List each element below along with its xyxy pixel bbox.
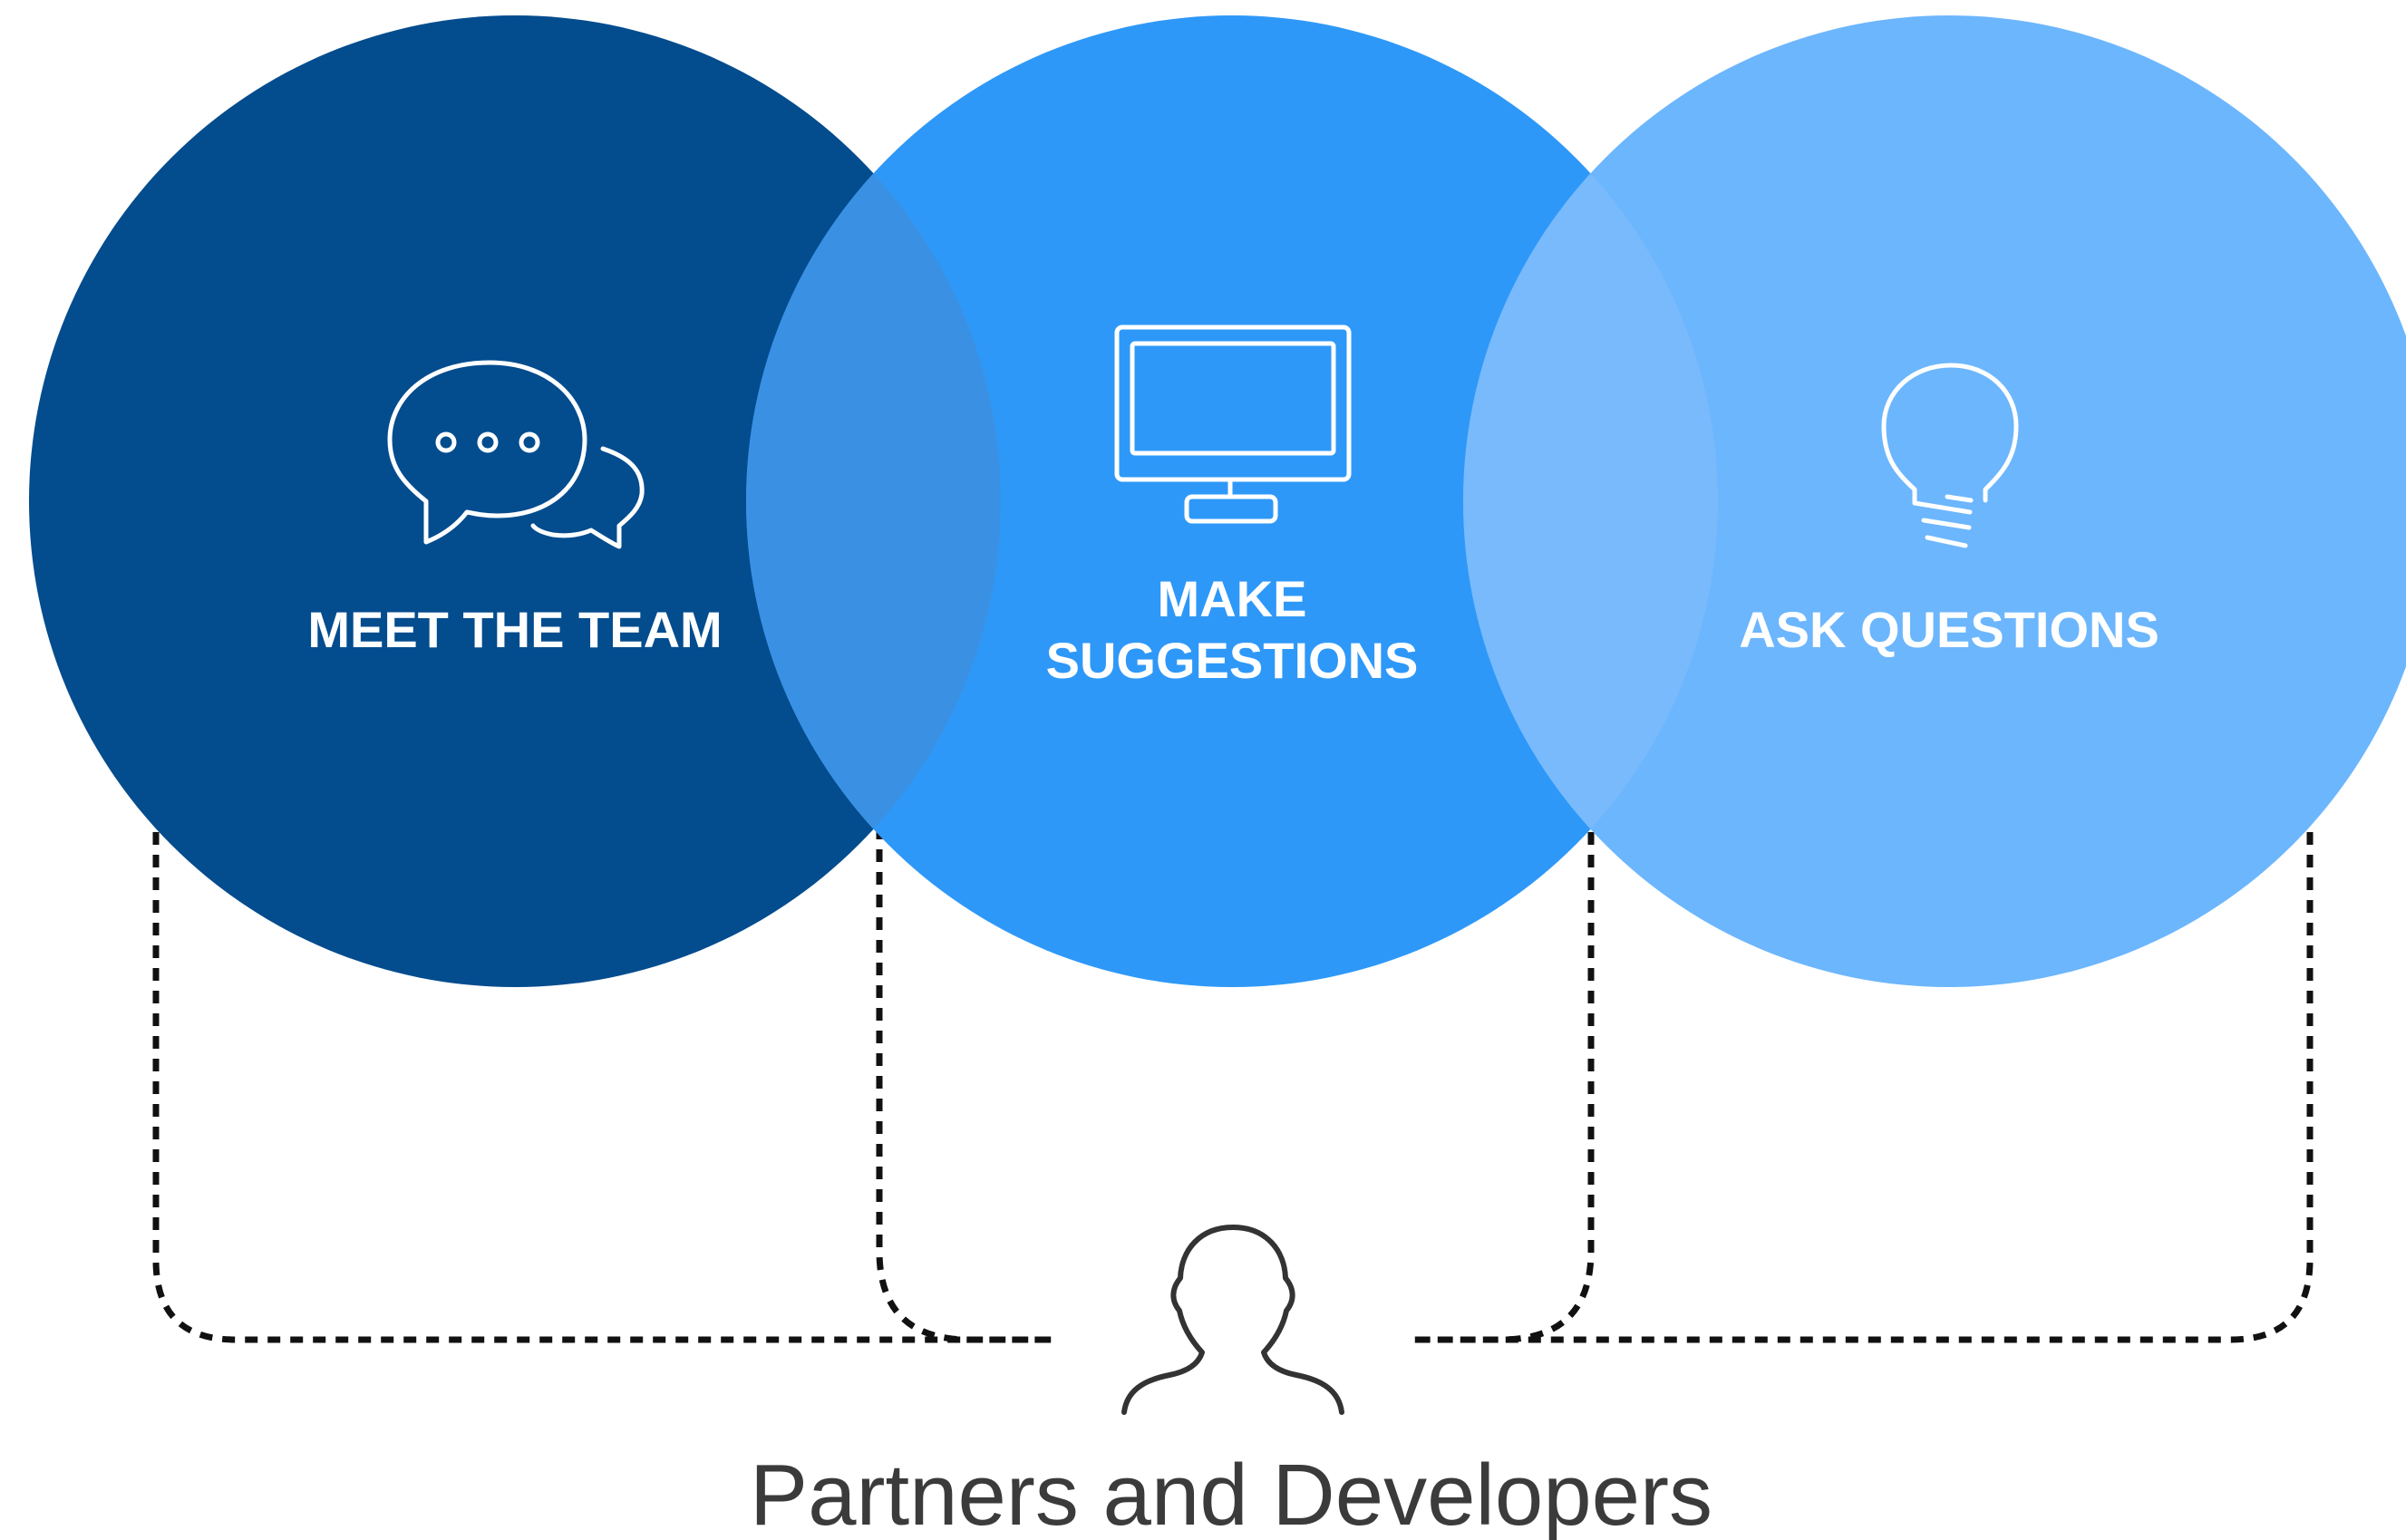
circle-meet-the-team	[29, 15, 1001, 987]
circle-ask-questions	[1463, 15, 2406, 987]
person-icon	[1121, 1225, 1344, 1415]
lightbulb-icon	[1881, 363, 2019, 548]
connector-suggest-left	[876, 827, 1056, 1343]
venn-circles	[29, 15, 2406, 987]
caption-partners-and-developers: Partners and Developers	[750, 1447, 1712, 1540]
connector-ask	[1410, 832, 2314, 1343]
circle-labels: MEET THE TEAM MAKE SUGGESTIONS ASK QUEST…	[307, 570, 2159, 689]
label-make: MAKE	[1158, 570, 1307, 627]
chat-bubbles-icon	[387, 360, 645, 549]
label-ask-questions: ASK QUESTIONS	[1739, 601, 2159, 658]
monitor-icon	[1114, 324, 1352, 524]
label-suggestions: SUGGESTIONS	[1046, 632, 1419, 689]
circle-make-suggestions	[746, 15, 1718, 987]
connector-lines	[152, 827, 2314, 1343]
connector-meet	[152, 832, 1056, 1343]
label-meet-the-team: MEET THE TEAM	[307, 601, 722, 658]
